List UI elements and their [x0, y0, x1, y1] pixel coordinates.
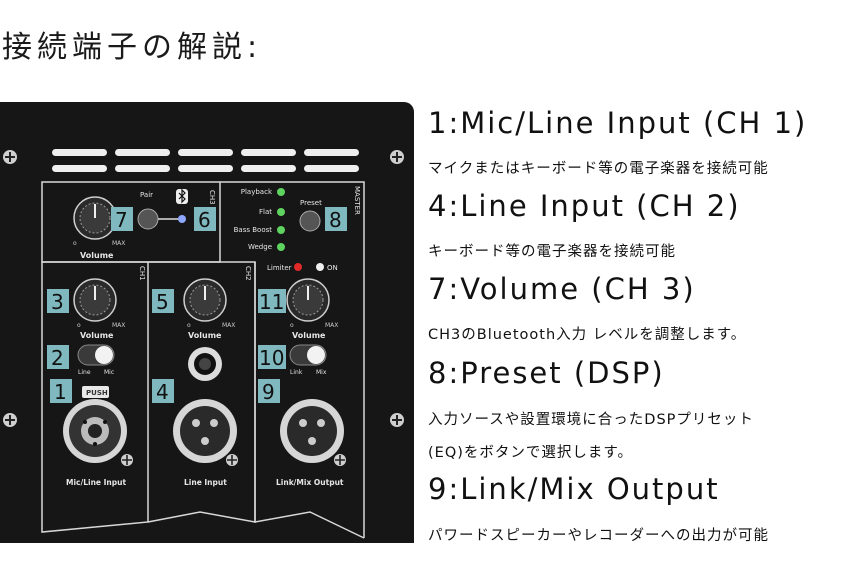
badge-1: 1 — [50, 379, 72, 404]
badge-8: 8 — [325, 207, 347, 232]
max-mark: MAX — [222, 322, 235, 329]
panel-illustration: CH3 MASTER CH1 CH2 Volume o MAX Pair Pla… — [3, 149, 404, 539]
ch3-volume-label: Volume — [80, 251, 114, 260]
ch2-volume-knob[interactable] — [183, 278, 227, 322]
badge-11: 11 — [258, 289, 286, 314]
master-volume-knob[interactable] — [286, 278, 330, 322]
flat-led — [277, 208, 285, 216]
on-label: ON — [327, 264, 338, 272]
master-label: MASTER — [353, 186, 361, 215]
svg-text:7: 7 — [115, 208, 128, 232]
ch3-volume-knob[interactable] — [73, 196, 117, 240]
bluetooth-icon — [176, 188, 188, 204]
svg-text:6: 6 — [198, 208, 211, 232]
bass-boost-led — [277, 226, 285, 234]
mic-label: Mic — [104, 369, 114, 376]
svg-text:5: 5 — [156, 290, 169, 314]
svg-text:9: 9 — [262, 380, 275, 404]
screw-icon — [3, 413, 17, 427]
description-body: マイクまたはキーボード等の電子楽器を接続可能 — [428, 161, 769, 177]
description-body: キーボード等の電子楽器を接続可能 — [428, 244, 676, 260]
badge-9: 9 — [258, 379, 280, 404]
quarter-inch-jack[interactable] — [188, 347, 222, 381]
mic-line-input-label: Mic/Line Input — [66, 478, 126, 487]
description-heading: 1:Mic/Line Input (CH 1) — [428, 106, 808, 140]
combo-jack-mic-line-input[interactable] — [63, 399, 127, 463]
screw-icon — [3, 150, 17, 164]
wedge-label: Wedge — [248, 243, 272, 251]
max-mark: MAX — [112, 240, 125, 247]
bluetooth-led — [178, 215, 186, 223]
playback-led — [277, 188, 285, 196]
description-heading: 7:Volume (CH 3) — [428, 272, 696, 306]
ch2-volume-label: Volume — [188, 331, 222, 340]
limiter-led — [294, 263, 302, 271]
link-label: Link — [290, 369, 303, 376]
vent-slots — [52, 149, 359, 172]
page-title: 接続端子の解説: — [2, 30, 263, 65]
description-body-continued: (EQ)をボタンで選択します。 — [428, 445, 633, 461]
description-body: CH3のBluetooth入力 レベルを調整します。 — [428, 327, 747, 343]
description-heading: 9:Link/Mix Output — [428, 472, 720, 506]
svg-text:8: 8 — [329, 208, 342, 232]
line-input-label: Line Input — [184, 478, 227, 487]
wedge-led — [277, 243, 285, 251]
push-label: PUSH — [86, 389, 108, 397]
master-section — [220, 181, 365, 538]
xlr-link-mix-output-jack[interactable] — [280, 399, 344, 463]
pair-label: Pair — [140, 191, 153, 199]
ch3-output-section — [254, 262, 365, 539]
xlr-line-input-jack[interactable] — [173, 399, 237, 463]
screw-icon — [390, 150, 404, 164]
ch1-label: CH1 — [138, 266, 146, 281]
amplifier-rear-panel: CH3 MASTER CH1 CH2 Volume o MAX Pair Pla… — [0, 102, 414, 543]
badge-4: 4 — [152, 379, 174, 404]
push-latch[interactable] — [82, 386, 109, 398]
description-heading: 4:Line Input (CH 2) — [428, 189, 741, 223]
line-mic-switch[interactable] — [77, 344, 115, 366]
badge-10: 10 — [258, 345, 286, 370]
badge-7: 7 — [111, 207, 133, 232]
max-mark: MAX — [112, 322, 125, 329]
on-led — [316, 263, 324, 271]
description-heading: 8:Preset (DSP) — [428, 356, 665, 390]
description-body: 入力ソースや設置環境に合ったDSPプリセット — [428, 412, 754, 428]
ch1-volume-knob[interactable] — [73, 278, 117, 322]
master-volume-label: Volume — [292, 331, 326, 340]
ch1-volume-label: Volume — [80, 331, 114, 340]
min-mark: o — [187, 322, 191, 329]
playback-label: Playback — [241, 188, 273, 196]
link-mix-switch[interactable] — [289, 344, 327, 366]
svg-text:1: 1 — [54, 380, 67, 404]
badge-3: 3 — [47, 289, 69, 314]
min-mark: o — [77, 322, 81, 329]
badge-2: 2 — [47, 345, 69, 370]
badge-6: 6 — [194, 207, 216, 232]
description-body: パワードスピーカーやレコーダーへの出力が可能 — [428, 528, 769, 544]
ch3-label: CH3 — [208, 190, 216, 205]
min-mark: o — [73, 240, 77, 247]
link-mix-output-label: Link/Mix Output — [276, 478, 344, 487]
preset-button[interactable] — [299, 210, 321, 232]
svg-text:2: 2 — [51, 346, 64, 370]
max-mark: MAX — [325, 322, 338, 329]
screw-icon — [390, 413, 404, 427]
svg-text:4: 4 — [156, 380, 169, 404]
badge-5: 5 — [152, 289, 174, 314]
bass-boost-label: Bass Boost — [234, 226, 273, 234]
svg-text:3: 3 — [51, 290, 64, 314]
preset-label: Preset — [300, 199, 322, 207]
ch2-label: CH2 — [244, 266, 252, 281]
pair-button[interactable] — [137, 208, 159, 230]
flat-label: Flat — [259, 208, 272, 216]
line-label: Line — [78, 369, 91, 376]
svg-text:11: 11 — [259, 290, 284, 314]
limiter-label: Limiter — [267, 264, 292, 272]
min-mark: o — [290, 322, 294, 329]
mix-label: Mix — [316, 369, 327, 376]
svg-text:10: 10 — [259, 346, 284, 370]
